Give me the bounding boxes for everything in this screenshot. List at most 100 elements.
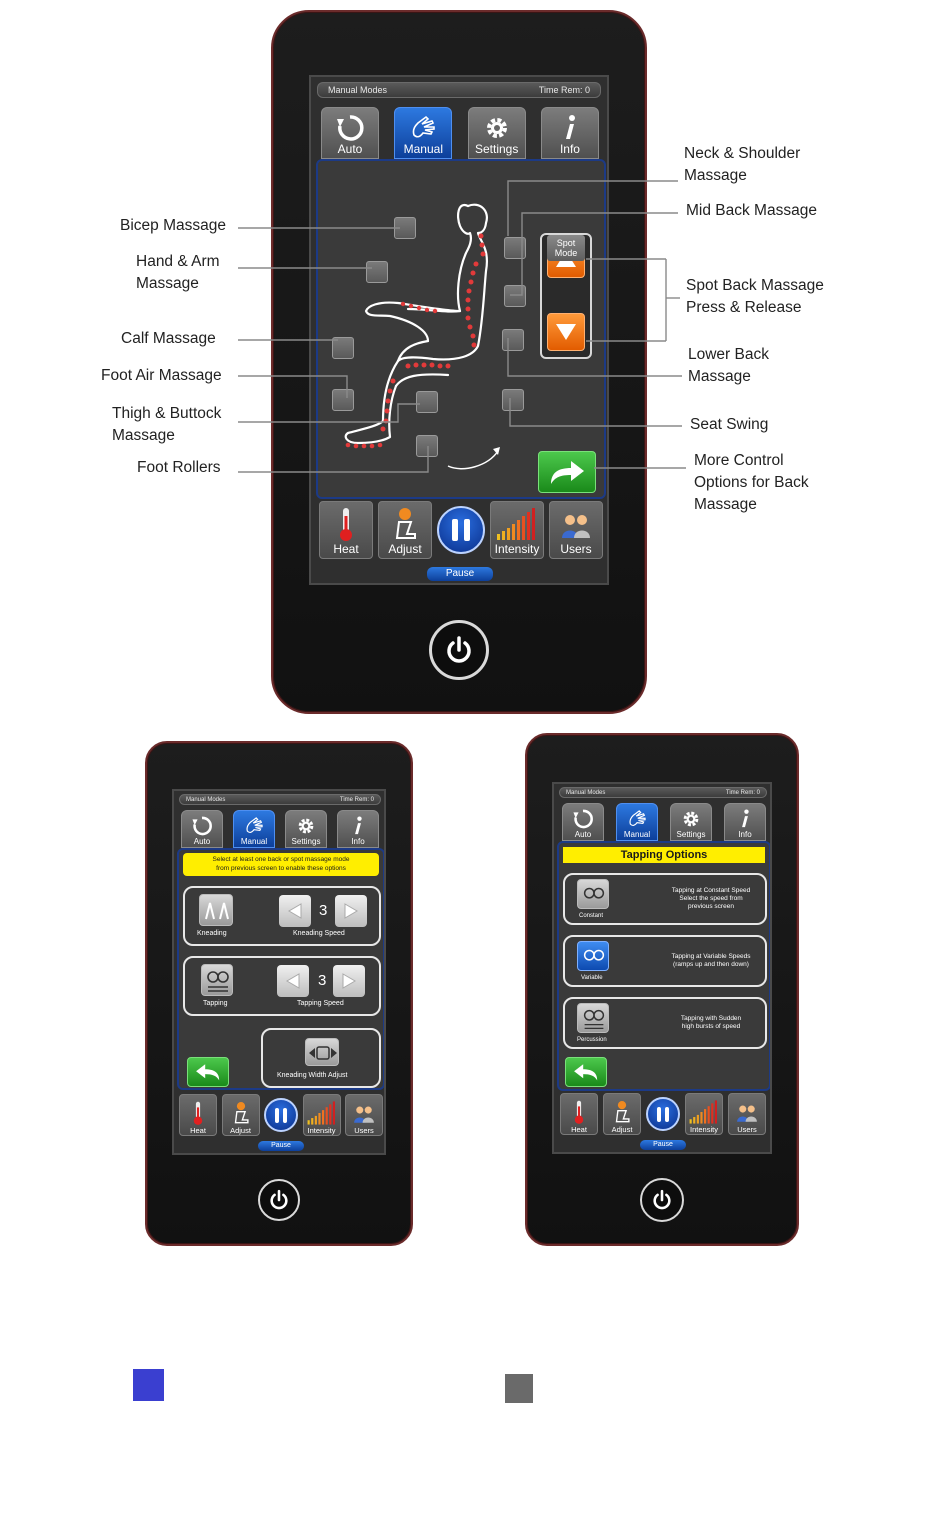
lower-back-massage-button[interactable] — [502, 329, 524, 351]
kneading-speed-value: 3 — [319, 902, 328, 919]
width-arrows-icon — [309, 1046, 337, 1060]
heat-button[interactable]: Heat — [560, 1093, 598, 1135]
constant-option[interactable]: Constant Tapping at Constant Speed Selec… — [563, 873, 767, 925]
tab-label: Settings — [474, 142, 519, 156]
tab-auto[interactable]: Auto — [181, 810, 223, 848]
hand-arm-massage-button[interactable] — [366, 261, 388, 283]
tab-settings[interactable]: Settings — [467, 107, 526, 159]
adjust-button[interactable]: Adjust — [221, 1094, 260, 1136]
intensity-button[interactable]: Intensity — [302, 1094, 341, 1136]
seat-swing-button[interactable] — [502, 389, 524, 411]
more-options-button[interactable] — [538, 451, 596, 493]
users-button[interactable]: Users — [728, 1093, 766, 1135]
tab-manual[interactable]: Manual — [616, 803, 658, 841]
desc-line: previous screen — [688, 903, 734, 910]
tab-info[interactable]: Info — [540, 107, 599, 159]
bicep-massage-button[interactable] — [394, 217, 416, 239]
mid-back-massage-button[interactable] — [504, 285, 526, 307]
percussion-label: Percussion — [577, 1037, 607, 1043]
screen-title: Manual Modes — [566, 789, 606, 796]
back-button[interactable] — [565, 1057, 607, 1087]
callout-thigh-2: Massage — [112, 427, 175, 444]
neck-shoulder-massage-button[interactable] — [504, 237, 526, 259]
adjust-button[interactable]: Adjust — [603, 1093, 641, 1135]
pause-label-tag[interactable]: Pause — [427, 567, 493, 581]
spot-down-button[interactable] — [547, 313, 585, 351]
kneading-speed-decrease[interactable] — [279, 895, 311, 927]
foot-air-massage-button[interactable] — [332, 389, 354, 411]
heat-button[interactable]: Heat — [319, 501, 373, 559]
tab-label: Manual — [240, 837, 268, 846]
tab-auto[interactable]: Auto — [562, 803, 604, 841]
callout-neck-2: Massage — [684, 167, 747, 184]
back-arrow-icon — [574, 1064, 598, 1081]
users-button[interactable]: Users — [549, 501, 603, 559]
users-label: Users — [354, 1126, 374, 1135]
constant-icon — [577, 879, 609, 909]
left-power-button[interactable] — [258, 1179, 300, 1221]
thigh-buttock-massage-button[interactable] — [416, 391, 438, 413]
callout-foot-rollers: Foot Rollers — [137, 459, 221, 476]
bottom-toolbar: Heat Adjust Intensity Users — [179, 1094, 383, 1136]
users-icon — [354, 1106, 374, 1123]
tab-manual[interactable]: Manual — [394, 107, 453, 159]
variable-icon — [577, 941, 609, 971]
heat-button[interactable]: Heat — [179, 1094, 217, 1136]
thermometer-icon — [340, 508, 352, 541]
desc-line: Tapping with Sudden — [680, 1015, 742, 1022]
tab-auto[interactable]: Auto — [321, 107, 379, 159]
heat-label: Heat — [333, 542, 359, 556]
pause-button[interactable] — [646, 1097, 680, 1131]
pause-label-tag[interactable]: Pause — [640, 1140, 686, 1150]
chair-icon — [395, 508, 416, 539]
tab-settings[interactable]: Settings — [670, 803, 712, 841]
info-icon — [742, 809, 749, 828]
tapping-label: Tapping — [203, 1000, 228, 1007]
power-icon — [270, 1189, 288, 1210]
tab-info[interactable]: Info — [337, 810, 379, 848]
pause-button[interactable] — [437, 506, 485, 554]
chair-icon — [234, 1102, 249, 1124]
tapping-speed-increase[interactable] — [333, 965, 365, 997]
top-screen: Manual Modes Time Rem: 0 Auto Manual Set… — [309, 75, 609, 585]
intensity-button[interactable]: Intensity — [490, 501, 544, 559]
callout-lower-1: Lower Back — [688, 346, 769, 363]
callout-more-2: Options for Back — [694, 474, 809, 491]
kneading-icon[interactable] — [199, 894, 233, 926]
arrow-right-icon — [344, 903, 358, 919]
pause-label-tag[interactable]: Pause — [258, 1141, 304, 1151]
mode-tabs: Auto Manual Settings Info — [321, 107, 599, 159]
percussion-description: Tapping with Sudden high bursts of speed — [661, 1015, 761, 1031]
calf-massage-button[interactable] — [332, 337, 354, 359]
right-power-button[interactable] — [640, 1178, 684, 1222]
foot-rollers-button[interactable] — [416, 435, 438, 457]
tab-label: Settings — [291, 837, 321, 846]
pause-text: Pause — [445, 568, 475, 579]
mode-tabs: Auto Manual Settings Info — [562, 803, 766, 841]
top-power-button[interactable] — [429, 620, 489, 680]
adjust-button[interactable]: Adjust — [378, 501, 432, 559]
tab-info[interactable]: Info — [724, 803, 766, 841]
kneading-speed-increase[interactable] — [335, 895, 367, 927]
desc-line: Select the speed from — [679, 895, 743, 902]
title-bar: Manual Modes Time Rem: 0 — [559, 787, 767, 798]
width-adjust-card[interactable]: Kneading Width Adjust — [261, 1028, 381, 1088]
percussion-option[interactable]: Percussion Tapping with Sudden high burs… — [563, 997, 767, 1049]
tab-manual[interactable]: Manual — [233, 810, 275, 848]
mode-tabs: Auto Manual Settings Info — [181, 810, 379, 848]
intensity-button[interactable]: Intensity — [685, 1093, 723, 1135]
callout-mid-back: Mid Back Massage — [686, 202, 817, 219]
callout-hand-arm-2: Massage — [136, 275, 199, 292]
spot-mode-label[interactable]: Spot Mode — [547, 235, 585, 261]
refresh-icon — [573, 809, 593, 829]
tapping-icon[interactable] — [201, 964, 233, 996]
tapping-speed-decrease[interactable] — [277, 965, 309, 997]
back-arrow-icon — [196, 1064, 220, 1081]
back-button[interactable] — [187, 1057, 229, 1087]
users-button[interactable]: Users — [345, 1094, 383, 1136]
variable-option[interactable]: Variable Tapping at Variable Speeds (ram… — [563, 935, 767, 987]
callout-hand-arm-1: Hand & Arm — [136, 253, 220, 270]
kneading-speed-label: Kneading Speed — [293, 930, 345, 937]
pause-button[interactable] — [264, 1098, 298, 1132]
tab-settings[interactable]: Settings — [285, 810, 327, 848]
